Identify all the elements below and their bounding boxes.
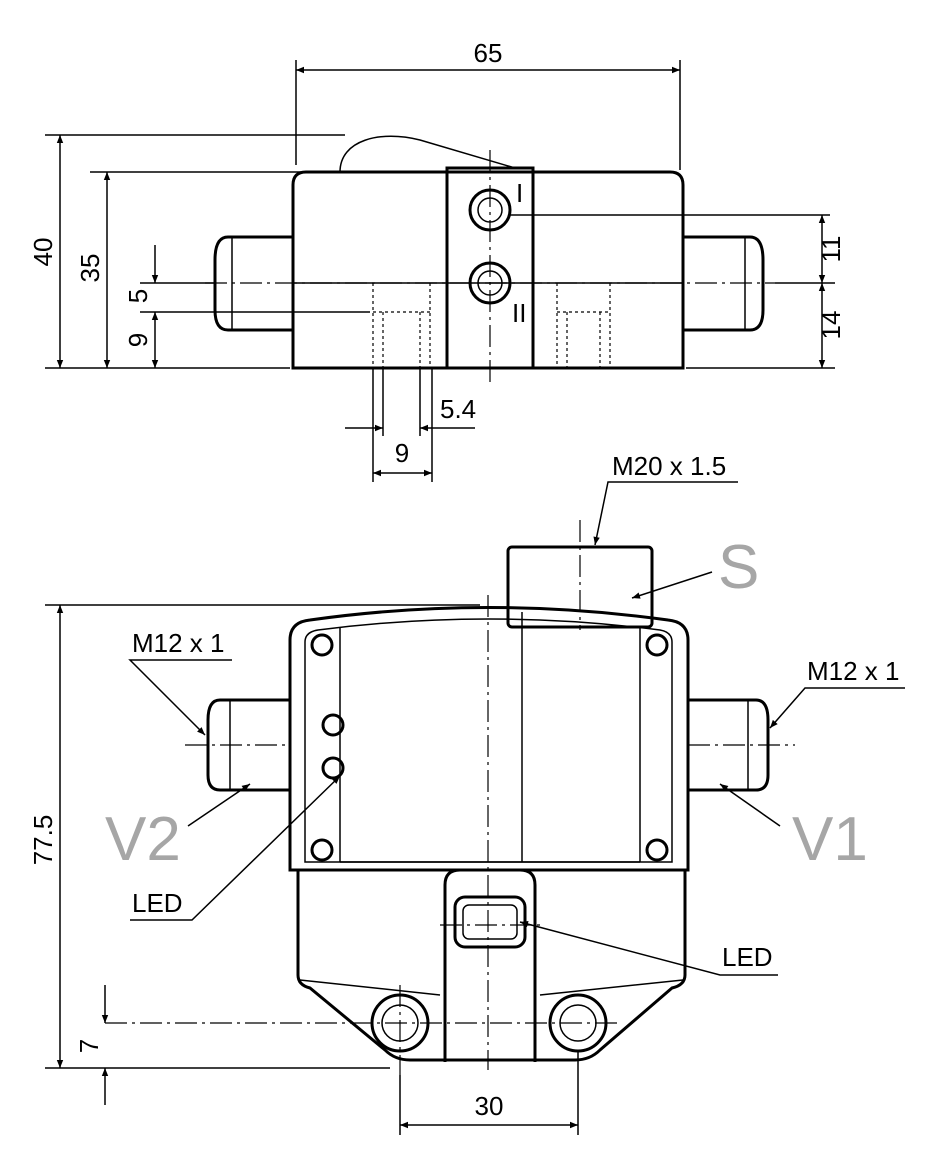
dim-11: 11 — [816, 236, 846, 263]
connector-v2 — [206, 698, 290, 792]
top-view: I II 65 40 35 5 9 11 14 5.4 9 — [28, 38, 846, 482]
center-tab — [443, 868, 537, 1062]
thread-v1-label: M12 x 1 — [807, 656, 900, 686]
dim-65: 65 — [474, 38, 503, 68]
thread-s-label: M20 x 1.5 — [612, 451, 726, 481]
dim-77-5: 77.5 — [28, 815, 58, 866]
led-bottom-label: LED — [722, 942, 773, 972]
port-s-label: S — [718, 533, 759, 602]
port-1-label: I — [516, 178, 523, 208]
led-left-label: LED — [132, 888, 183, 918]
dim-5: 5 — [123, 289, 153, 303]
dim-30: 30 — [475, 1091, 504, 1121]
port-1-icon — [468, 188, 512, 232]
connector-v1 — [688, 698, 770, 792]
right-connector — [683, 235, 765, 332]
port-v2-label: V2 — [105, 805, 181, 874]
port-2-icon — [468, 261, 512, 305]
dim-7: 7 — [74, 1039, 104, 1053]
dim-9-left: 9 — [123, 333, 153, 347]
dim-40: 40 — [28, 238, 58, 267]
thread-v2-label: M12 x 1 — [132, 628, 225, 658]
left-connector — [213, 235, 293, 332]
body-outline — [291, 170, 685, 370]
port-2-label: II — [512, 298, 526, 328]
led-1-icon — [321, 713, 345, 737]
dim-5-4: 5.4 — [440, 394, 476, 424]
bottom-view: M20 x 1.5 S M12 x 1 M12 x 1 V2 V1 LED LE… — [28, 451, 905, 1135]
dim-9-bottom: 9 — [395, 438, 409, 468]
lower-housing — [296, 868, 687, 1062]
dim-14: 14 — [816, 311, 846, 340]
port-v1-label: V1 — [792, 805, 868, 874]
dim-35: 35 — [75, 254, 105, 283]
housing-outline — [288, 606, 690, 872]
cable — [339, 135, 516, 173]
